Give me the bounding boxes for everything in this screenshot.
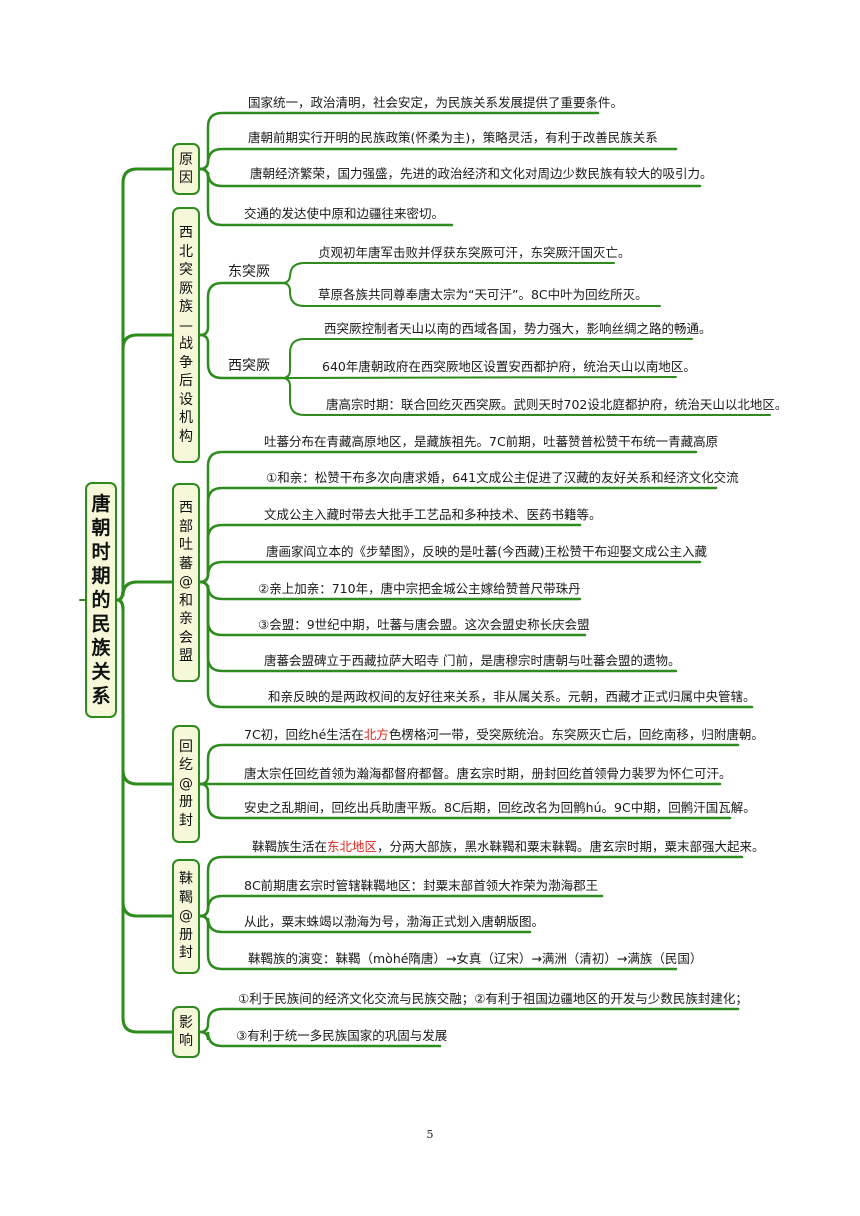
item-west-turks-beiting: 唐高宗时期：联合回纥灭西突厥。武则天时702设北庭都护府，统治天山以北地区。 (326, 397, 788, 412)
item-mohe-territory: 从此，粟末蛛竭以渤海为号，渤海正式划入唐朝版图。 (244, 914, 545, 929)
item-huihe-governor: 唐太宗任回纥首领为瀚海都督府都督。唐玄宗时期，册封回纥首领骨力裴罗为怀仁可汗。 (244, 766, 732, 781)
category-huihe: 回纥@册封 (172, 725, 200, 843)
item-tubo-jincheng: ②亲上加亲：710年，唐中宗把金城公主嫁给赞普尺带珠丹 (258, 581, 581, 596)
category-impact: 影响 (172, 1006, 200, 1058)
item-huihe-anshi: 安史之乱期间，回纥出兵助唐平叛。8C后期，回纥改名为回鹘hú。9C中期，回鹘汗国… (244, 800, 756, 815)
item-tubo-origin: 吐蕃分布在青藏高原地区，是藏族祖先。7C前期，吐蕃赞普松赞干布统一青藏高原 (264, 434, 719, 449)
category-mohe: 靺鞨@册封 (172, 859, 200, 974)
item-west-turks-anxi: 640年唐朝政府在西突厥地区设置安西都护府，统治天山以南地区。 (322, 359, 696, 374)
sub-label-west-turks: 西突厥 (228, 358, 270, 374)
impact-connector (198, 1030, 442, 1048)
impact-connector (198, 1007, 740, 1034)
item-reason-economy: 唐朝经济繁荣，国力强盛，先进的政治经济和文化对周边少数民族有较大的吸引力。 (250, 166, 713, 181)
root-connector (115, 598, 174, 786)
root-connector (115, 167, 174, 602)
item-tubo-stele: 唐蕃会盟碑立于西藏拉萨大昭寺 门前，是唐穆宗时唐朝与吐蕃会盟的遗物。 (264, 653, 681, 668)
root-title: 唐朝时期的民族关系 (91, 493, 111, 707)
highlight-north: 北方 (363, 727, 389, 742)
reasons-connector (198, 147, 678, 171)
item-impact-unity: ③有利于统一多民族国家的巩固与发展 (236, 1028, 448, 1043)
item-tubo-heqin: ①和亲：松赞干布多次向唐求婚，641文成公主促进了汉藏的友好关系和经济文化交流 (266, 470, 739, 485)
category-label: 影响 (179, 1014, 193, 1050)
item-east-turks-tian-khan: 草原各族共同尊奉唐太宗为“天可汗”。8C中叶为回纥所灭。 (318, 287, 648, 302)
category-label: 原因 (179, 151, 193, 187)
east-turks-connector (281, 262, 615, 284)
item-reason-transport: 交通的发达使中原和边疆往来密切。 (244, 206, 445, 221)
root-connector (115, 598, 174, 918)
mohe-connector (198, 894, 604, 918)
root-connector (115, 333, 174, 602)
item-mohe-origin: 靺鞨族生活在东北地区，分两大部族，黑水靺鞨和粟末靺鞨。唐玄宗时期，粟末部强大起来… (252, 839, 765, 854)
west-turks-connector (281, 377, 771, 416)
tubo-connector (198, 560, 702, 584)
item-reason-policy: 唐朝前期实行开明的民族政策(怀柔为主)，策略灵活，有利于改善民族关系 (248, 130, 658, 145)
category-turks: 西北突厥族—战争后设机构 (172, 207, 200, 463)
west-turks-connector (281, 376, 677, 379)
reasons-connector (198, 167, 454, 227)
category-label: 西北突厥族—战争后设机构 (179, 225, 193, 445)
highlight-northeast: 东北地区 (327, 839, 378, 854)
category-label: 回纥@册封 (179, 738, 193, 829)
tubo-connector (198, 580, 754, 709)
tubo-connector (198, 486, 718, 584)
turks-connector (198, 333, 284, 380)
category-reasons: 原因 (172, 143, 200, 195)
sub-label-east-turks: 东突厥 (228, 264, 270, 280)
item-tubo-princess-gifts: 文成公主入藏时带去大批手工艺品和多种技术、医药书籍等。 (264, 507, 602, 522)
item-west-turks-control: 西突厥控制者天山以南的西域各国，势力强大，影响丝绸之路的畅通。 (324, 321, 712, 336)
category-label: 西部吐蕃@和亲会盟 (179, 500, 193, 665)
page-number: 5 (426, 1128, 434, 1141)
east-turks-connector (281, 282, 661, 307)
item-tubo-painting: 唐画家阎立本的《步辇图》，反映的是吐蕃(今西藏)王松赞干布迎娶文成公主入藏 (266, 544, 708, 559)
mohe-connector (198, 914, 678, 971)
item-mohe-bohai-king: 8C前期唐玄宗时管辖靺鞨地区：封粟末部首领大祚荣为渤海郡王 (244, 878, 599, 893)
item-mohe-evolution: 靺鞨族的演变：靺鞨（mòhé隋唐）→女真（辽宋）→满洲（清初）→满族（民国） (248, 951, 703, 966)
category-label: 靺鞨@册封 (179, 871, 193, 962)
item-impact-exchange: ①利于民族间的经济文化交流与民族交融；②有利于祖国边疆地区的开发与少数民族封建化… (238, 991, 748, 1006)
huihe-connector (198, 782, 732, 820)
turks-connector (198, 281, 284, 337)
root-node: 唐朝时期的民族关系 (85, 482, 117, 718)
item-east-turks-defeat: 贞观初年唐军击败并俘获东突厥可汗，东突厥汗国灭亡。 (318, 245, 631, 260)
root-connector (115, 580, 174, 602)
item-tubo-alliance: ③会盟：9世纪中期，吐蕃与唐会盟。这次会盟史称长庆会盟 (258, 617, 590, 632)
item-reason-unity: 国家统一，政治清明，社会安定，为民族关系发展提供了重要条件。 (248, 95, 624, 110)
item-huihe-origin: 7C初，回纥hé生活在北方色楞格河一带，受突厥统治。东突厥灭亡后，回纥南移，归附… (244, 727, 764, 742)
item-tubo-relations: 和亲反映的是两政权间的友好往来关系，非从属关系。元朝，西藏才正式归属中央管辖。 (268, 689, 756, 704)
root-connector (115, 598, 174, 1034)
category-tubo: 西部吐蕃@和亲会盟 (172, 483, 200, 682)
